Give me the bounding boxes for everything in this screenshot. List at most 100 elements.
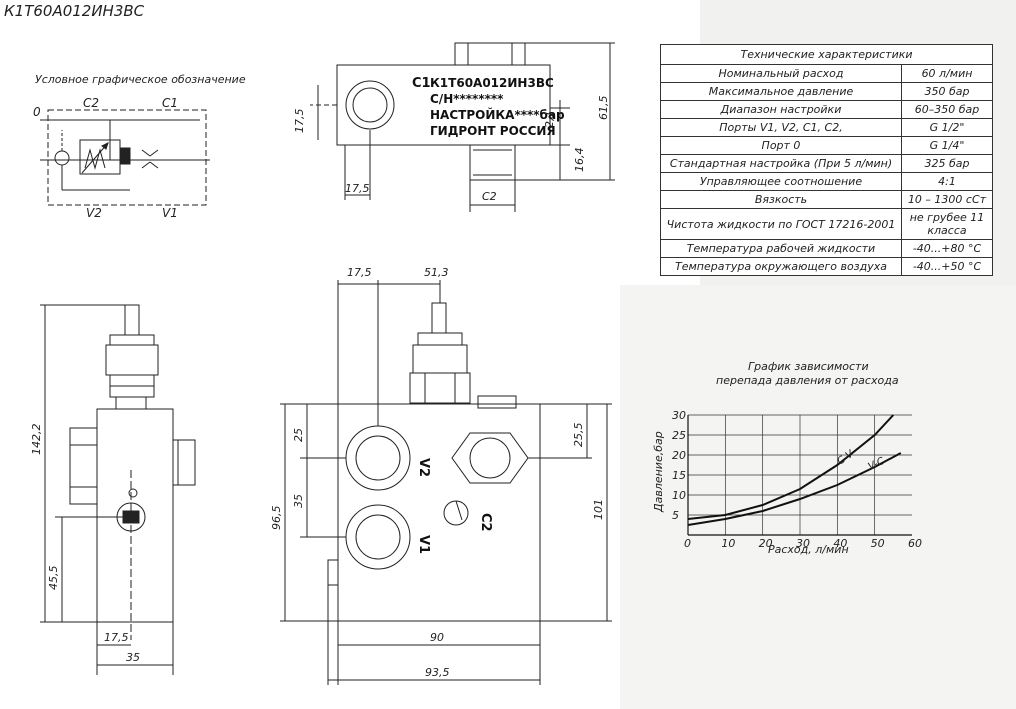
dim-side-35: 35 <box>126 651 140 664</box>
top-view-setting: НАСТРОЙКА****бар <box>430 107 565 122</box>
hydraulic-symbol: Условное графическое обозначение 0 C2 C1… <box>33 73 246 220</box>
check-valve-icon <box>54 150 70 166</box>
x-tick-label: 10 <box>721 537 735 550</box>
top-view-hex-nut <box>454 42 526 66</box>
spec-name: Порты V1, V2, C1, C2, <box>660 118 902 137</box>
chart-grid <box>688 414 912 535</box>
chart-ylabel: Давление,бар <box>652 431 665 513</box>
spec-name: Максимальное давление <box>660 82 902 101</box>
side-view-left-fitting <box>69 427 98 505</box>
symbol-port-v1: V1 <box>162 206 178 220</box>
top-view <box>310 42 615 212</box>
dim-front-96-5: 96,5 <box>270 506 283 531</box>
spec-value: G 1/4" <box>901 136 993 155</box>
spec-header: Технические характеристики <box>660 44 993 65</box>
spec-value: 325 бар <box>901 154 993 173</box>
series-line-1 <box>687 414 895 520</box>
curve-label-v-c: V-C <box>867 456 887 473</box>
drawing-title: К1Т60А012ИН3ВС <box>4 2 145 20</box>
dim-front-51-3: 51,3 <box>424 266 449 279</box>
spec-name: Диапазон настройки <box>660 100 902 119</box>
spec-value: 4:1 <box>901 172 993 191</box>
dim-top-17-5-horz: 17,5 <box>345 182 370 195</box>
spec-value: не грубее 11 класса <box>901 208 993 240</box>
front-view-label-v2: V2 <box>416 458 431 477</box>
top-view-fitting-c2 <box>469 144 516 181</box>
top-view-maker: ГИДРОНТ РОССИЯ <box>430 124 556 138</box>
y-tick-label: 25 <box>672 429 686 442</box>
side-view-right-fitting <box>172 439 196 486</box>
symbol-port-0: 0 <box>33 105 41 119</box>
front-view-adjust-screw <box>431 302 447 334</box>
x-tick-label: 40 <box>833 537 847 550</box>
dim-top-c2: C2 <box>482 190 497 203</box>
symbol-port-c1: C1 <box>162 96 178 110</box>
dim-front-17-5: 17,5 <box>347 266 372 279</box>
dim-side-45-5: 45,5 <box>47 566 60 591</box>
spec-value: -40...+50 °С <box>901 257 993 276</box>
y-tick-label: 20 <box>672 449 686 462</box>
front-view-hex-plug-c2 <box>451 432 529 484</box>
spec-name: Управляющее соотношение <box>660 172 902 191</box>
dim-front-35: 35 <box>292 494 305 508</box>
dim-top-61-5: 61,5 <box>597 96 610 121</box>
dim-side-17-5: 17,5 <box>104 631 129 644</box>
spec-value: 60 л/мин <box>901 64 993 83</box>
x-tick-label: 30 <box>796 537 810 550</box>
dim-front-93-5: 93,5 <box>425 666 450 679</box>
spring-icon <box>84 148 106 170</box>
table-row: Порты V1, V2, C1, C2,G 1/2" <box>660 118 993 137</box>
top-view-serial: С/Н******** <box>430 92 504 106</box>
y-tick-label: 10 <box>672 489 686 502</box>
spec-value: G 1/2" <box>901 118 993 137</box>
dim-front-25-5: 25,5 <box>572 423 585 448</box>
spec-name: Чистота жидкости по ГОСТ 17216-2001 <box>660 208 902 240</box>
x-tick-label: 0 <box>684 537 691 550</box>
chart-axes <box>687 415 912 536</box>
side-view-adjust-screw <box>124 304 140 336</box>
spec-name: Вязкость <box>660 190 902 209</box>
spec-name: Температура окружающего воздуха <box>660 257 902 276</box>
front-view-body <box>337 403 541 622</box>
symbol-port-v2: V2 <box>86 206 102 220</box>
front-view-port-0 <box>443 500 469 526</box>
dim-front-90: 90 <box>430 631 444 644</box>
spec-name: Номинальный расход <box>660 64 902 83</box>
spec-value: 60–350 бар <box>901 100 993 119</box>
symbol-port-c2: C2 <box>83 96 99 110</box>
x-tick-label: 20 <box>759 537 773 550</box>
top-view-label-c1: C1 <box>412 76 431 91</box>
spec-name: Стандартная настройка (При 5 л/мин) <box>660 154 902 173</box>
front-view-label-v1: V1 <box>416 535 431 554</box>
front-view-label-c2: C2 <box>478 513 493 532</box>
series-line-2 <box>687 452 902 526</box>
chart-title-line1: График зависимости <box>748 360 869 373</box>
y-tick-label: 5 <box>672 509 679 522</box>
table-row: Температура окружающего воздуха-40...+50… <box>660 257 993 276</box>
table-row: Температура рабочей жидкости-40...+80 °С <box>660 239 993 258</box>
pressure-flow-chart: График зависимости перепада давления от … <box>652 360 922 556</box>
spec-name: Порт 0 <box>660 136 902 155</box>
chart-xlabel: Расход, л/мин <box>768 543 849 556</box>
scan-background-lower <box>620 285 1016 709</box>
dim-front-25: 25 <box>292 428 305 442</box>
table-row: Стандартная настройка (При 5 л/мин)325 б… <box>660 154 993 173</box>
dim-top-17-5-vert: 17,5 <box>293 109 306 134</box>
dim-side-142-2: 142,2 <box>30 424 43 456</box>
dim-top-2-1: 2,1 <box>543 111 556 129</box>
chart-title-line2: перепада давления от расхода <box>716 374 899 387</box>
side-view <box>40 304 196 675</box>
dim-front-101: 101 <box>592 499 605 520</box>
chart-series <box>687 414 902 526</box>
orifice-icon <box>141 149 151 157</box>
x-tick-label: 60 <box>908 537 922 550</box>
